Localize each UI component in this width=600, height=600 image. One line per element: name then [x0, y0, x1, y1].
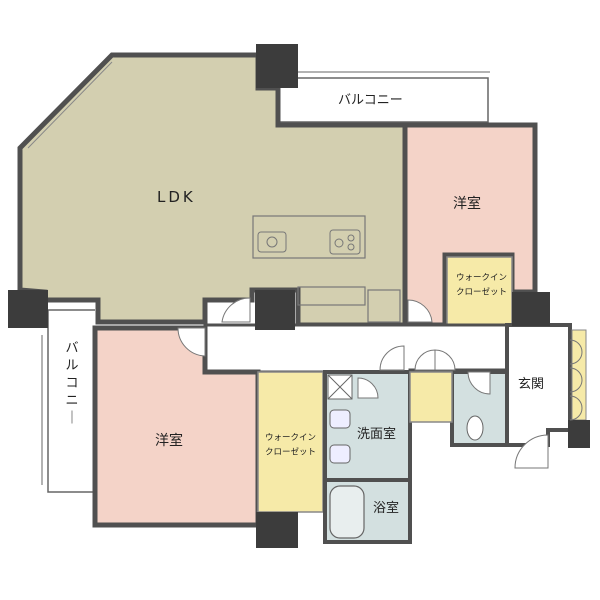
pillar	[512, 292, 550, 326]
washroom-label: 洗面室	[357, 426, 396, 442]
balcony-top	[275, 71, 490, 123]
hallway	[203, 323, 514, 374]
balcony-left	[41, 309, 95, 493]
sink-icon	[329, 444, 351, 464]
sink-icon	[329, 409, 351, 429]
pillar	[256, 512, 298, 548]
storage	[409, 371, 453, 423]
door[interactable]	[407, 299, 433, 323]
bathtub-icon	[329, 485, 365, 539]
toilet-icon	[466, 415, 484, 441]
pillar	[8, 290, 48, 328]
entrance-label: 玄関	[518, 377, 544, 392]
door[interactable]	[357, 377, 379, 399]
entrance-door[interactable]	[514, 434, 549, 469]
sink-icon	[257, 231, 287, 253]
western-room-lower-label: 洋室	[155, 432, 183, 449]
balcony-top-label: バルコニー	[338, 93, 403, 108]
bathroom-label: 浴室	[373, 500, 399, 516]
pillar	[568, 420, 590, 448]
door[interactable]	[379, 345, 405, 371]
pillar	[255, 290, 295, 330]
western-room-upper-label: 洋室	[453, 195, 481, 212]
door[interactable]	[467, 371, 491, 395]
door[interactable]	[221, 297, 251, 323]
ldk-label: LDK	[157, 188, 196, 206]
door[interactable]	[434, 349, 456, 371]
kitchen-counter	[297, 286, 366, 306]
walk-in-closet-upper-label: ウォークインクローゼット	[456, 273, 507, 297]
fridge	[367, 289, 401, 323]
pillar	[256, 44, 298, 88]
door[interactable]	[177, 327, 206, 357]
walk-in-closet-lower-label: ウォークインクローゼット	[265, 433, 316, 457]
kitchen-island	[252, 215, 366, 259]
stove-icon	[329, 229, 361, 255]
balcony-left-label: バルコニ｜	[65, 341, 78, 426]
entrance-area	[505, 323, 572, 447]
walk-in-closet-lower	[257, 371, 324, 513]
